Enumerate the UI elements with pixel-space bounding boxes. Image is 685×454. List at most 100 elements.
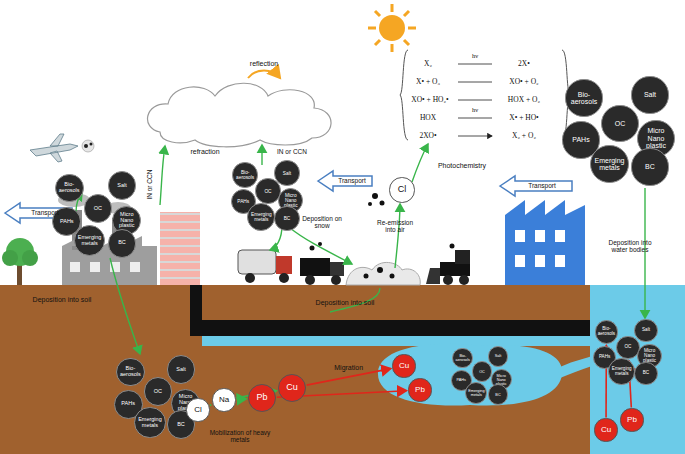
blue-factory [555,255,565,267]
particle-circle: BC [108,229,137,258]
particle-label: Pb [622,416,642,424]
particle-circle: Salt [631,76,668,113]
particle-label: Na [214,396,234,404]
vehicles [305,275,315,285]
equation-term: 2XO• [419,132,436,140]
particle-dots [182,193,455,405]
flow-arrow [290,228,352,264]
airplane [82,140,94,152]
particle-circle: Emerging metals [608,358,635,385]
vehicles [346,262,420,285]
flow-arrow [160,146,165,205]
particle-label: OC [473,370,491,374]
equation-term: hν [472,106,478,113]
particle-label: PAHs [452,378,470,382]
particle-circle: Salt [488,346,509,367]
vehicles [300,258,330,276]
particle-label: Salt [169,367,194,373]
flow-arrow [261,145,262,165]
particle-circle: Emerging metals [247,203,275,231]
particle-label: BC [276,216,298,221]
particle-circle: BC [274,206,299,231]
process-label: Mobilization of heavy metals [209,429,271,443]
particle-circle: Bio-aerosols [116,358,145,387]
vehicles [279,273,289,283]
cloud [148,83,332,147]
particle-label: Emerging metals [137,417,164,429]
particle-label: Micro Nano plastic [640,127,672,149]
sun [368,4,416,52]
particle-dots [310,246,315,251]
particle-label: BC [636,371,656,376]
particle-label: BC [169,422,194,428]
cloud [248,71,280,79]
blue-factory [505,200,585,285]
vehicles [440,262,470,276]
vehicles [245,273,255,283]
vehicles [238,250,276,274]
particle-circle: Na [212,388,235,411]
particle-dots [450,244,455,249]
particle-label: Bio-aerosols [57,182,82,194]
particle-circle: OC [616,336,639,359]
tall-building [160,212,200,285]
vehicles [330,262,344,276]
particle-circle: Bio-aerosols [55,174,84,203]
photochemistry-brace [458,64,492,136]
particle-label: Cl [391,185,413,194]
particle-label: PAHs [116,401,141,407]
particle-label: Emerging metals [249,212,273,222]
blue-factory [535,230,545,242]
process-label: Transport [31,209,59,216]
particle-circle: Pb [408,378,431,401]
process-label: Deposition into water bodies [602,239,658,253]
particle-circle: OC [255,178,280,203]
particle-label: BC [489,393,507,397]
process-label: Re-emission into air [373,219,417,233]
tree [2,250,18,266]
particle-dots [364,274,369,279]
particle-label: Cu [596,426,616,434]
particle-label: Salt [634,91,666,98]
airplane [30,134,94,162]
particle-dots [377,267,383,273]
blue-factory [505,200,585,285]
particle-label: PAHs [232,199,254,204]
blue-factory [515,255,525,267]
particle-dots [318,242,322,246]
ground [0,285,592,454]
particle-label: Salt [276,171,298,176]
particle-circle: OC [472,361,493,382]
particle-label: BC [110,240,135,246]
flow-arrow [76,144,645,354]
airplane [90,143,93,146]
process-label: Transport [338,177,366,184]
particle-label: Emerging metals [610,367,633,377]
particle-circle: Pb [248,384,276,412]
groundwater-lake [378,344,592,406]
blue-factory [535,255,545,267]
particle-label: Salt [636,328,656,333]
airplane [84,144,88,148]
factory [90,262,100,272]
process-label: Transport [528,182,556,189]
particle-dots [380,201,385,206]
vehicles [426,268,440,284]
equation-term: HOX [420,114,436,122]
equation-term: HOX + O₂ [508,96,540,104]
ground [590,285,685,454]
particle-label: Cl [188,406,208,414]
process-label: IN or CCN [146,170,153,200]
particle-circle: Cl [186,398,209,421]
particle-circle: Salt [108,171,137,200]
photochemistry-brace [400,50,570,140]
particle-circle: Cu [594,418,617,441]
particle-circle: Bio-aerosols [595,320,618,343]
particle-label: Salt [110,183,135,189]
particle-label: Micro Nano plastic [114,212,139,229]
groundwater-lake [558,356,592,378]
vehicles [459,275,469,285]
equation-term: X• + HO• [509,114,538,122]
particle-circle: Emerging metals [134,407,165,438]
particle-label: Emerging metals [467,389,486,397]
